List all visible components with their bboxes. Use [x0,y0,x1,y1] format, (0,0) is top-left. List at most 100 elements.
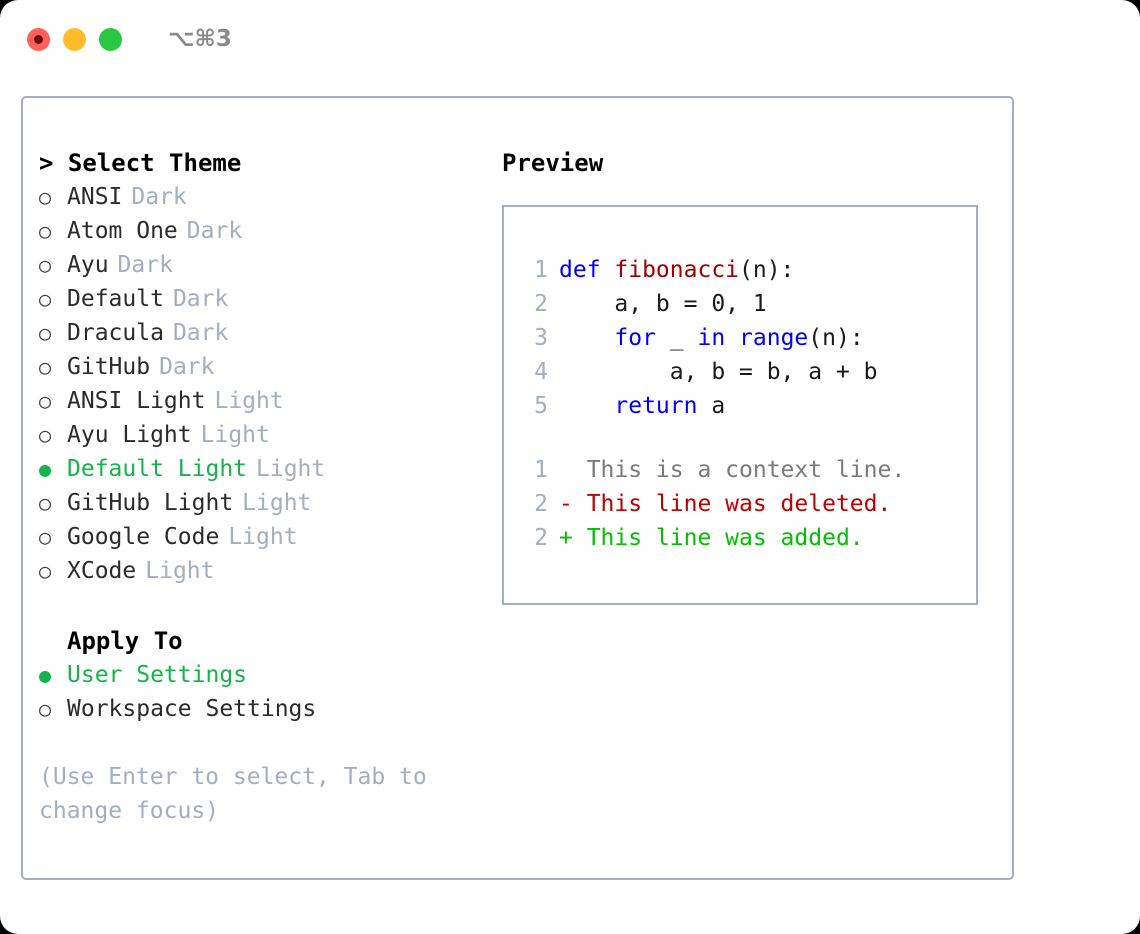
option-label: GitHub [67,354,151,380]
radio-unselected-icon: ○ [39,185,52,209]
token-plain [559,393,614,419]
token-plain [559,325,614,351]
option-label: Ayu Light [67,422,192,448]
token-fn: fibonacci [614,257,740,283]
radio-unselected-icon: ○ [39,423,52,447]
token-plain: (n): [808,325,864,351]
token-plain: _ [655,325,698,351]
option-label: XCode [67,558,137,584]
token-kw: def [559,257,615,283]
option-label: Default [67,286,164,312]
token-plain: a, b = b, a + b [559,359,878,385]
radio-unselected-icon: ○ [39,321,52,345]
option-kind-label: Light [256,456,326,482]
code-line-3: 3 for _ in range(n): [504,321,976,355]
option-label: ANSI Light [67,388,206,414]
radio-unselected-icon: ○ [39,287,52,311]
line-number: 2 [534,291,548,317]
token-plain: (n): [739,257,795,283]
code-line-1: 1 def fibonacci(n): [504,253,976,287]
line-number: 4 [534,359,548,385]
code-text: for _ in range(n): [559,321,864,355]
code-line-5: 5 return a [504,389,976,423]
option-kind-label: Light [200,422,270,448]
token-kw: in [697,325,726,351]
select-theme-heading: > Select Theme [39,149,242,177]
radio-unselected-icon: ○ [39,525,52,549]
line-number: 5 [534,393,548,419]
radio-unselected-icon: ○ [39,253,52,277]
option-label: Atom One [67,218,178,244]
theme-option-3[interactable]: ○ Default Dark [39,282,499,316]
diff-line-1: 2 - This line was deleted. [504,487,976,521]
option-label: User Settings [67,662,248,688]
code-line-4: 4 a, b = b, a + b [504,355,976,389]
option-kind-label: Dark [172,286,229,312]
maximize-window-button[interactable] [99,27,122,51]
line-number: 1 [534,457,548,483]
option-label: Google Code [67,524,220,550]
theme-option-6[interactable]: ○ ANSI Light Light [39,384,499,418]
keyboard-shortcut-label: ⌥⌘3 [168,26,232,52]
option-kind-label: Dark [172,320,229,346]
keyboard-hint-text: (Use Enter to select, Tab to change focu… [39,764,441,824]
code-line-2: 2 a, b = 0, 1 [504,287,976,321]
close-window-button[interactable] [27,27,50,51]
apply-to-option-list: ● User Settings ○ Workspace Settings [39,658,499,726]
diff-text-ctx: This is a context line. [559,457,906,483]
apply-to-option-0[interactable]: ● User Settings [39,658,499,692]
option-kind-label: Dark [117,252,173,278]
traffic-lights [27,27,122,51]
option-kind-label: Light [228,524,298,550]
token-kw: return [614,393,698,419]
option-label: Workspace Settings [67,696,317,722]
option-kind-label: Dark [159,354,215,380]
radio-unselected-icon: ○ [39,559,52,583]
radio-selected-icon: ● [39,457,52,481]
theme-option-8[interactable]: ● Default Light Light [39,452,499,486]
option-label: GitHub Light [67,490,234,516]
token-plain: a, b = 0, 1 [559,291,767,317]
option-label: ANSI [67,184,123,210]
minimize-window-button[interactable] [63,27,86,51]
code-text: a, b = 0, 1 [559,287,767,321]
line-number: 3 [534,325,548,351]
radio-unselected-icon: ○ [39,697,52,721]
radio-unselected-icon: ○ [39,355,52,379]
apply-to-option-1[interactable]: ○ Workspace Settings [39,692,499,726]
code-text: a, b = b, a + b [559,355,878,389]
diff-text-del: - This line was deleted. [559,491,892,517]
radio-selected-icon: ● [39,663,52,687]
code-text: return a [559,389,725,423]
apply-to-heading: Apply To [67,627,183,655]
line-number: 1 [534,257,548,283]
option-label: Default Light [67,456,248,482]
line-number: 2 [534,491,548,517]
option-kind-label: Dark [131,184,187,210]
radio-unselected-icon: ○ [39,389,52,413]
radio-unselected-icon: ○ [39,491,52,515]
theme-option-5[interactable]: ○ GitHub Dark [39,350,499,384]
diff-text-add: + This line was added. [559,525,864,551]
option-kind-label: Light [214,388,284,414]
theme-option-10[interactable]: ○ Google Code Light [39,520,499,554]
preview-heading: Preview [502,149,604,177]
theme-option-7[interactable]: ○ Ayu Light Light [39,418,499,452]
token-plain [725,325,739,351]
theme-option-0[interactable]: ○ ANSI Dark [39,180,499,214]
diff-sample: 1 This is a context line. 2 - This line wa… [504,453,976,555]
token-plain: a [697,393,726,419]
theme-option-2[interactable]: ○ Ayu Dark [39,248,499,282]
option-label: Ayu [67,252,109,278]
option-kind-label: Dark [186,218,243,244]
